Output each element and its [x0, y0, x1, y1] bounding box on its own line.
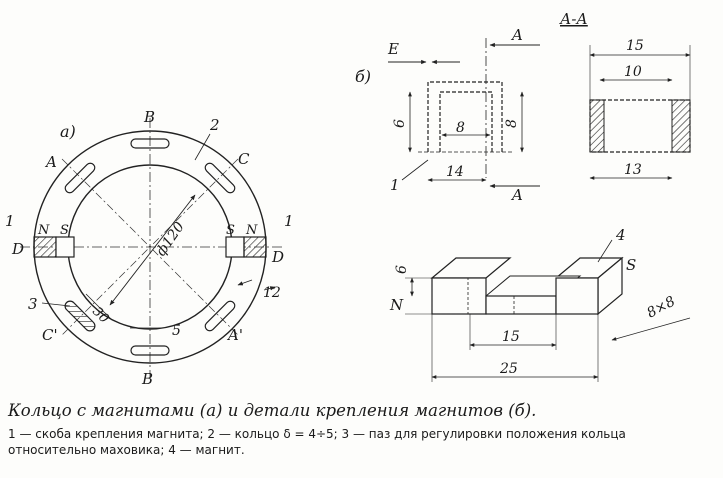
label-dim-14: 14	[446, 164, 464, 180]
magnet-label-N: N	[389, 296, 404, 314]
label-dim-6: 6	[392, 119, 408, 128]
magnet-right-front	[555, 277, 599, 315]
label-A-prime: A'	[226, 326, 243, 344]
section-hatch-right	[671, 99, 691, 153]
label-B-bottom: B	[141, 370, 153, 388]
magnet-groove-front	[485, 295, 557, 315]
leader-ring	[194, 133, 211, 161]
magnet-label-4: 4	[615, 226, 626, 244]
magnet-leader-4	[597, 239, 613, 263]
section-view: А-А 15 10 13	[559, 10, 691, 180]
dim-30-line	[85, 293, 113, 321]
slot-top-right	[204, 162, 236, 194]
label-slot-3: 3	[28, 295, 38, 313]
magnet-view: 6 N 4 S 15 25 8×8	[389, 226, 691, 382]
bracket-view: б) E A 6 8 8 1 14 A	[355, 26, 540, 204]
figure-caption: Кольцо с магнитами (а) и детали креплени…	[8, 400, 716, 458]
slot-bottom-left-adjust	[64, 300, 96, 332]
label-N-right: N	[245, 223, 258, 238]
magnet-left	[55, 236, 75, 258]
slot-bottom	[130, 345, 170, 356]
label-1-left: 1	[5, 212, 15, 230]
section-hatch-left	[589, 99, 605, 153]
label-D-right: D	[271, 248, 284, 266]
label-E: E	[387, 40, 399, 58]
label-N-left: N	[37, 223, 50, 238]
magnet-label-15: 15	[502, 329, 520, 345]
panel-a-label: а)	[60, 122, 76, 141]
magnet-right-hatched	[243, 236, 267, 258]
caption-legend: 1 — скоба крепления магнита; 2 — кольцо …	[8, 427, 626, 457]
slot-top-left	[64, 162, 96, 194]
magnet-left-block-top	[430, 257, 512, 279]
panel-b-label: б)	[355, 67, 371, 86]
label-A: A	[44, 153, 57, 171]
bracket-outline	[427, 81, 503, 152]
label-S-left: S	[60, 223, 69, 238]
label-dim-15: 15	[626, 38, 644, 54]
label-dim-12: 12	[263, 285, 281, 301]
label-A-top: A	[510, 26, 523, 44]
magnet-left-hatched	[33, 236, 57, 258]
label-C-prime: C'	[42, 326, 58, 344]
diameter-line	[109, 194, 196, 306]
label-dim-5: 5	[172, 323, 181, 339]
leader-slot	[41, 302, 71, 307]
label-C: C	[238, 150, 250, 168]
magnet-label-S: S	[626, 256, 636, 274]
dim-12-arrow-2	[263, 286, 276, 291]
label-S-right: S	[226, 223, 235, 238]
label-A-bottom: A	[510, 186, 523, 204]
label-dim-10: 10	[624, 64, 642, 80]
label-1-right: 1	[284, 212, 294, 230]
ring-view: а)	[5, 108, 294, 388]
technical-drawing: а)	[5, 10, 691, 388]
caption-title: Кольцо с магнитами (а) и детали креплени…	[8, 401, 537, 420]
magnet-dim-8x8-leader	[611, 317, 691, 341]
label-B-top: B	[143, 108, 155, 126]
slot-top	[130, 138, 170, 149]
label-dim-13: 13	[624, 162, 642, 178]
section-title: А-А	[559, 10, 588, 28]
label-ring-2: 2	[209, 116, 220, 134]
label-D-left: D	[11, 240, 24, 258]
magnet-left-front-hatch	[431, 277, 469, 315]
magnet-label-25: 25	[499, 361, 518, 377]
slot-bottom-right	[204, 300, 236, 332]
magnet-right	[225, 236, 245, 258]
leader-bracket	[401, 159, 429, 181]
label-dim-8-side: 8	[504, 119, 520, 128]
magnet-label-8x8: 8×8	[644, 293, 678, 321]
magnet-left-front	[431, 277, 487, 315]
label-diameter: ф120	[153, 219, 188, 259]
magnet-label-6: 6	[394, 265, 410, 274]
label-1-bracket: 1	[390, 176, 400, 194]
dim-12-arrow-1	[237, 279, 253, 286]
label-dim-8: 8	[456, 120, 465, 136]
